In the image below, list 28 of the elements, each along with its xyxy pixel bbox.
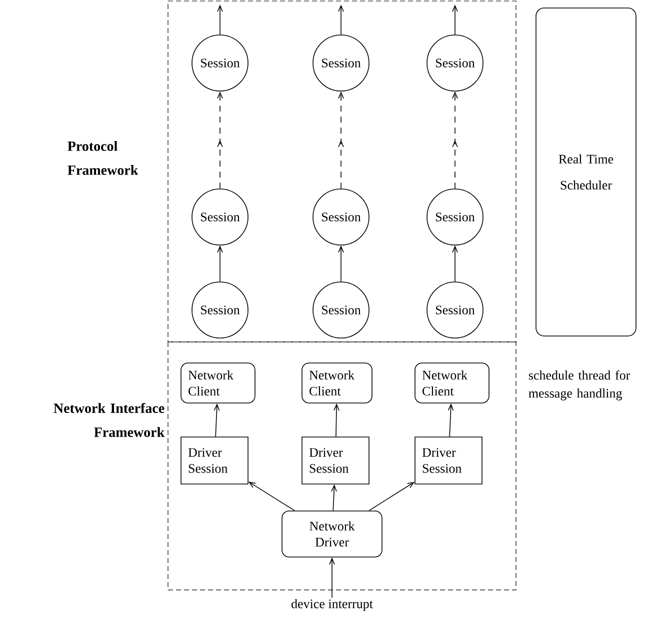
arrow [368, 482, 415, 511]
arrow [217, 91, 223, 189]
client-box: Network Client [414, 362, 490, 404]
note-text: schedule thread for message handling [528, 370, 630, 400]
client-box: Network Client [180, 362, 256, 404]
arrow [452, 91, 458, 189]
session-box: Driver Session [302, 436, 370, 484]
arrow [448, 403, 454, 437]
arrow [338, 91, 344, 189]
session-box: Driver Session [414, 436, 482, 484]
input-label: device interrupt [292, 599, 373, 611]
frame-label: Network Interface Framework [54, 402, 165, 437]
arrow [452, 4, 458, 35]
arrow [248, 482, 296, 511]
arrow [217, 245, 223, 282]
arrow [217, 4, 223, 35]
arrow [214, 403, 220, 437]
arrow [452, 245, 458, 282]
arrow [329, 557, 335, 598]
client-box: Network Client [302, 362, 372, 404]
arrow [338, 4, 344, 35]
scheduler-box: Real Time Scheduler [536, 8, 636, 336]
session-box: Driver Session [180, 436, 248, 484]
driver-box: Network Driver [282, 510, 382, 558]
arrow [334, 403, 340, 437]
arrow [331, 484, 337, 511]
arrow [338, 245, 344, 282]
frame-label: Protocol Framework [68, 141, 138, 175]
